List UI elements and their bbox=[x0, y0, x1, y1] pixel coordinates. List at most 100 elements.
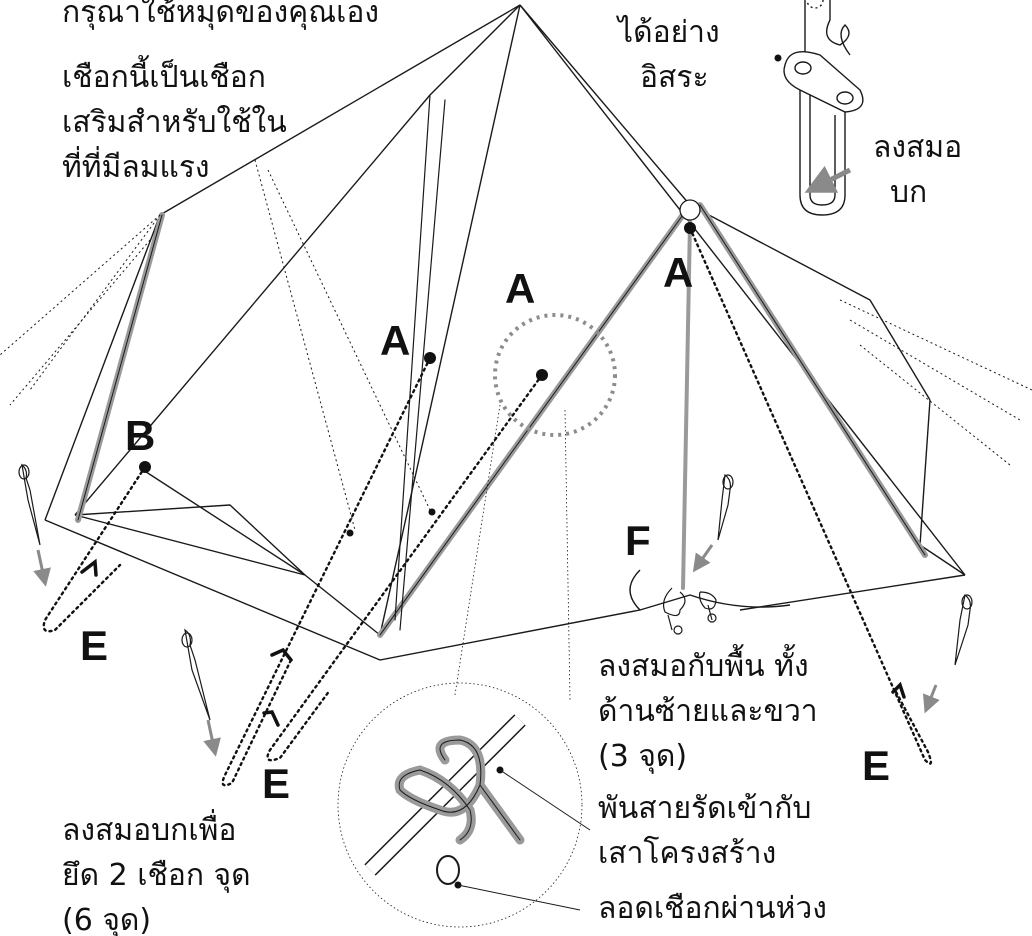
label-b: B bbox=[125, 412, 155, 459]
label-a-center: A bbox=[380, 317, 410, 364]
zoom-loop bbox=[436, 855, 460, 885]
point-a-right bbox=[684, 222, 696, 234]
adjuster-hole-2 bbox=[836, 91, 854, 105]
label-a-circle: A bbox=[505, 265, 535, 312]
adjuster-rope bbox=[799, 0, 846, 216]
tent-base-left-inner bbox=[74, 514, 381, 636]
adjuster-knot bbox=[826, 19, 851, 56]
outer-guy-lines bbox=[0, 159, 1032, 531]
labels: A A A B E E E F bbox=[80, 249, 890, 807]
pole-center-front bbox=[681, 220, 692, 590]
guy-line-far-left-3 bbox=[29, 214, 161, 391]
door-stake-knots bbox=[662, 587, 717, 635]
adjuster-body bbox=[783, 51, 864, 113]
text-both-sides-3: (3 จุด) bbox=[598, 739, 687, 775]
aux-rope-dot-1 bbox=[346, 529, 354, 537]
guy-line-b bbox=[42, 465, 147, 633]
heavy-guy-lines bbox=[42, 226, 933, 787]
arrow-stake-center bbox=[692, 544, 714, 573]
poles bbox=[75, 94, 928, 638]
door-inner-edge bbox=[74, 504, 306, 576]
stake-right bbox=[954, 593, 973, 666]
text-peg-ground-1: ลงสมอ bbox=[873, 130, 962, 165]
door-panel bbox=[139, 467, 306, 576]
guy-line-far-left-1 bbox=[0, 214, 161, 356]
label-e-center: E bbox=[262, 760, 290, 807]
guy-line-far-left-2 bbox=[9, 239, 151, 406]
roof-seam-1 bbox=[379, 4, 521, 636]
point-a-circle bbox=[536, 369, 548, 381]
text-both-sides-1: ลงสมอกับพื้น ทั้ง bbox=[598, 644, 809, 684]
guy-line-a-right bbox=[688, 226, 933, 765]
wrap-pointer bbox=[499, 769, 591, 831]
tent-base-right bbox=[739, 574, 966, 611]
attachment-dots bbox=[139, 54, 782, 537]
text-aux-rope-1: เชือกนี้เป็นเชือก bbox=[62, 55, 266, 95]
text-aux-rope-3: ที่ที่มีลมแรง bbox=[62, 146, 210, 185]
label-e-left: E bbox=[80, 622, 108, 669]
stake-center bbox=[717, 473, 734, 541]
roof-seam-4 bbox=[689, 204, 931, 401]
zoom-strap-outline bbox=[398, 739, 521, 841]
adjuster-rope-inner bbox=[809, 95, 836, 206]
arrow-stake-center-left bbox=[203, 719, 221, 757]
pole-hub bbox=[679, 199, 701, 221]
guy-line-far-right-3 bbox=[859, 344, 1011, 466]
text-aux-rope-2: เสริมสำหรับใช้ใน bbox=[62, 105, 287, 140]
tent-roof-far-right bbox=[519, 4, 966, 576]
loop-pointer bbox=[457, 884, 581, 911]
tensioners bbox=[80, 558, 906, 727]
label-e-right: E bbox=[862, 742, 890, 789]
tent-body bbox=[44, 4, 966, 661]
text-use-own-pegs: กรุณาใช้หมุดของคุณเอง bbox=[62, 0, 379, 31]
stakes bbox=[18, 463, 973, 721]
text-peg-two-ropes-1: ลงสมอบกเพื่อ bbox=[62, 809, 236, 848]
adjuster-detail bbox=[783, 0, 864, 216]
text-both-sides-2: ด้านซ้ายและขวา bbox=[598, 694, 818, 729]
annotations: กรุณาใช้หมุดของคุณเอง เชือกนี้เป็นเชือก … bbox=[62, 0, 962, 936]
arrow-stake-left bbox=[33, 549, 51, 587]
adjuster-top-ring bbox=[806, 0, 824, 9]
tent-roof-right bbox=[519, 4, 691, 206]
text-peg-two-ropes-2: ยึด 2 เชือก จุด bbox=[62, 858, 251, 894]
stake-center-left bbox=[181, 628, 211, 721]
point-a-center bbox=[424, 352, 436, 364]
tent-base-front bbox=[44, 519, 641, 661]
pole-right-edge bbox=[699, 204, 926, 556]
text-wrap-pole-2: เสาโครงสร้าง bbox=[598, 835, 776, 871]
adjuster-hole-1 bbox=[794, 61, 812, 75]
guy-line-a-circle bbox=[266, 373, 544, 762]
text-peg-two-ropes-3: (6 จุด) bbox=[62, 903, 151, 936]
tent-base-right-wall bbox=[919, 399, 966, 576]
text-wrap-pole-1: พันสายรัดเข้ากับ bbox=[598, 791, 811, 826]
text-peg-ground-2: บก bbox=[890, 175, 927, 210]
aux-rope-dot-2 bbox=[428, 508, 436, 516]
point-b bbox=[139, 461, 151, 473]
label-f: F bbox=[625, 517, 651, 564]
text-thread-loop: ลอดเชือกผ่านห่วง bbox=[598, 891, 827, 926]
arrow-peg-ground bbox=[804, 165, 852, 193]
text-adjust-2: อิสระ bbox=[640, 60, 709, 95]
arrows bbox=[33, 165, 940, 757]
arrow-stake-right bbox=[922, 684, 940, 714]
aux-rope-pointer-1 bbox=[254, 159, 356, 531]
pole-front-edge bbox=[379, 204, 691, 636]
zoom-circle-large bbox=[337, 682, 583, 928]
pole-back bbox=[394, 94, 431, 621]
door-flap bbox=[629, 569, 791, 611]
zoom-circle-small bbox=[493, 313, 617, 437]
zoom-connector-lines bbox=[454, 404, 571, 701]
zoom-pole-inner bbox=[365, 715, 525, 875]
guy-line-a-center bbox=[221, 356, 432, 787]
stake-left bbox=[18, 463, 41, 546]
adjuster-pointer-dot bbox=[774, 54, 782, 62]
label-a-right: A bbox=[663, 249, 693, 296]
zoom-detail bbox=[364, 714, 591, 911]
roof-seam-3 bbox=[74, 94, 431, 516]
text-adjust-1: ได้อย่าง bbox=[616, 14, 720, 50]
roof-seam-2 bbox=[429, 4, 521, 96]
guy-line-far-right-1 bbox=[839, 299, 1032, 391]
pole-back-2 bbox=[399, 99, 446, 631]
pole-left-edge bbox=[77, 214, 163, 521]
